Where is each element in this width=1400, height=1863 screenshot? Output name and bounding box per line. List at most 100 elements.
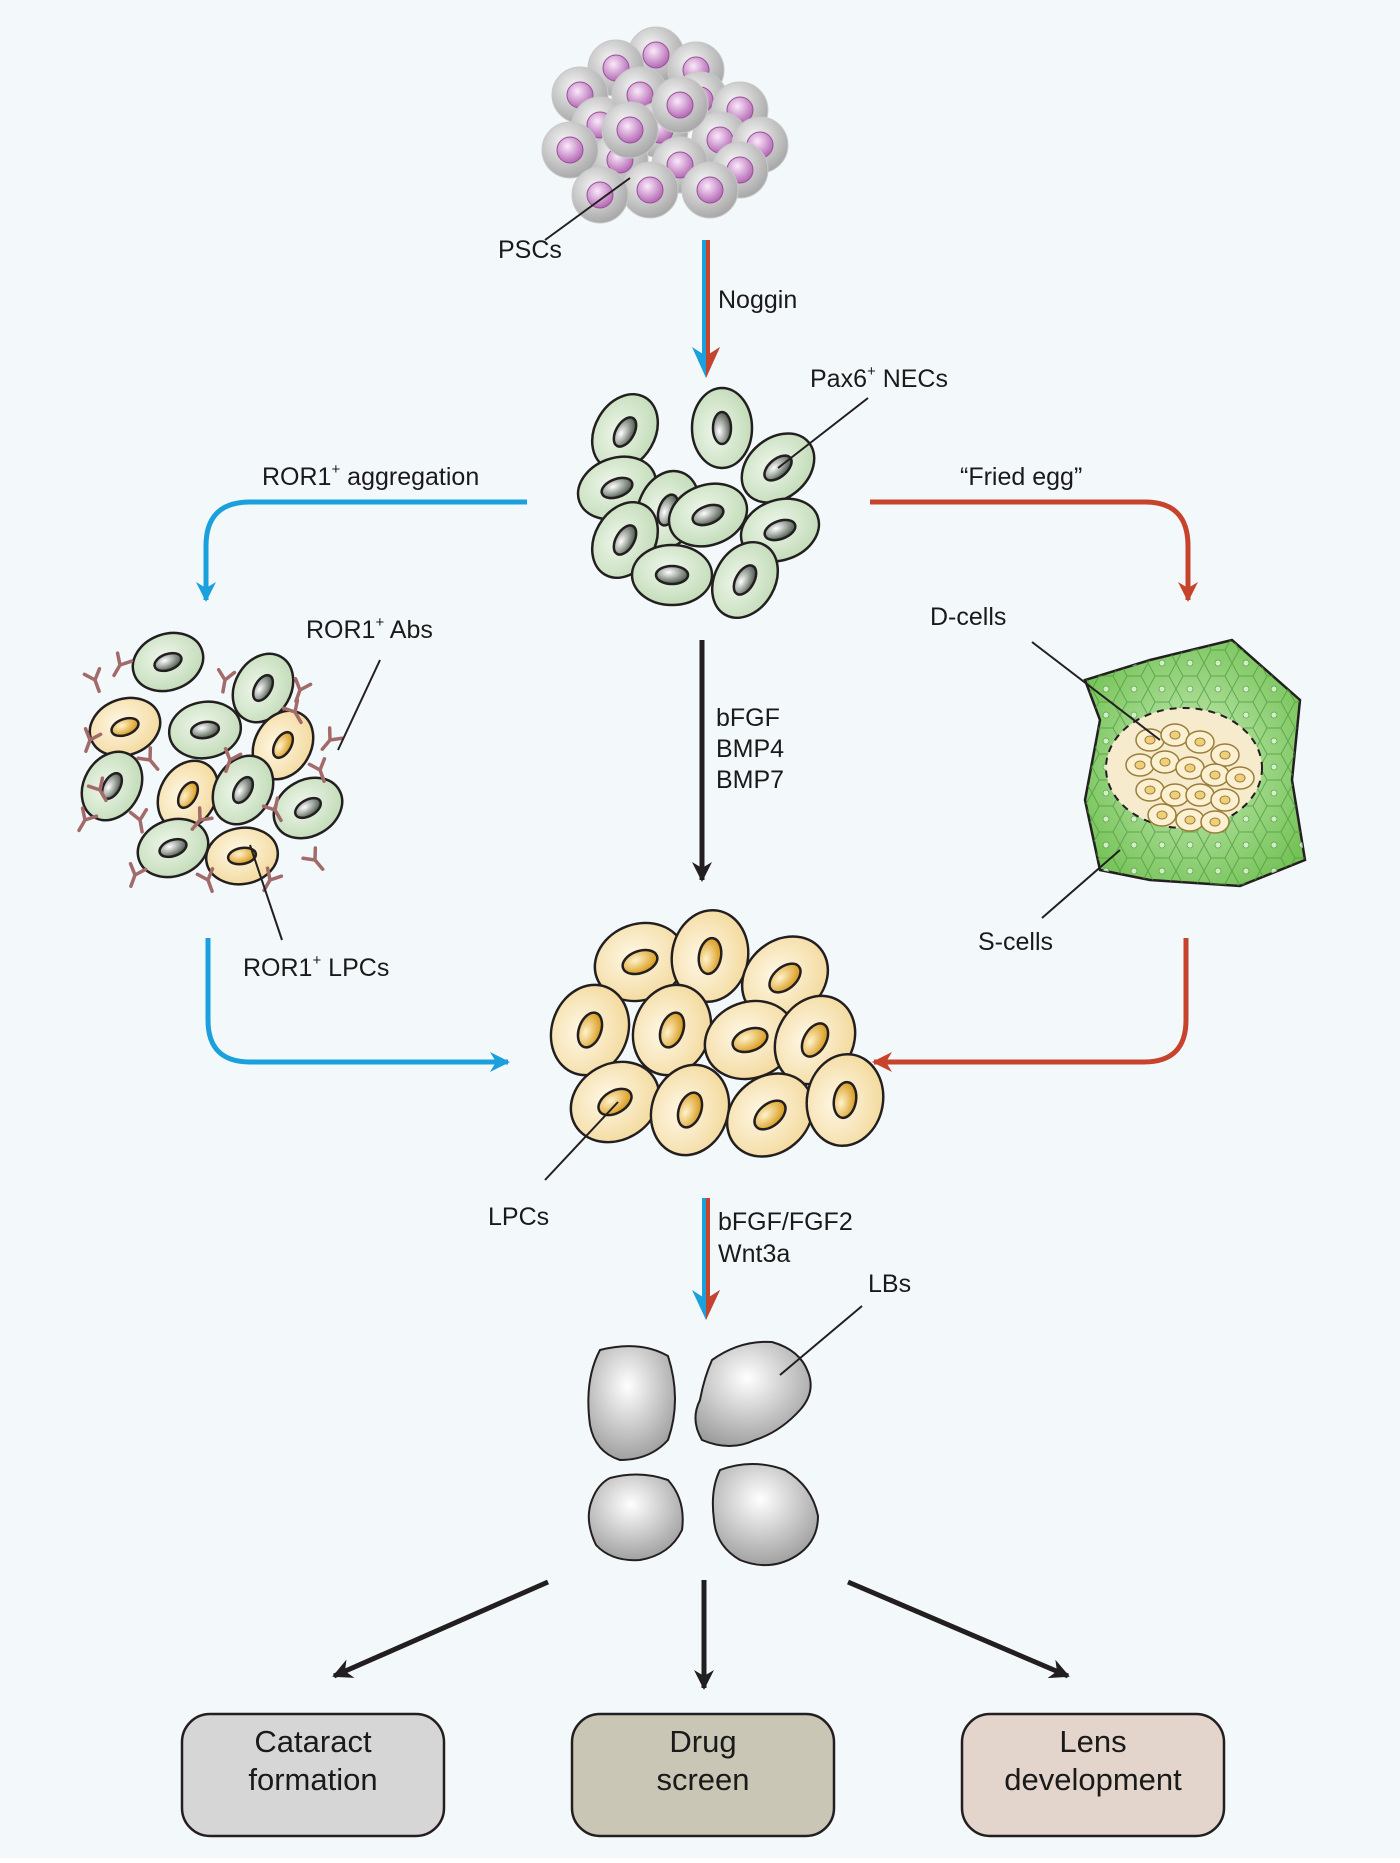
d-cell-nucleus [1169, 790, 1181, 800]
antibody-19 [293, 677, 313, 704]
antibody-shape [195, 867, 215, 894]
antibody-15 [195, 867, 215, 894]
antibody-shape [293, 677, 313, 704]
psc-cell-19 [651, 76, 709, 134]
antibody-shape [261, 796, 283, 823]
antibody-10 [77, 806, 99, 833]
antibody-1 [82, 667, 102, 694]
d-cell-8 [1200, 763, 1230, 787]
antibody-shape [112, 651, 134, 678]
ror1-nec-cell-3 [167, 700, 243, 760]
psc-cell-20 [601, 101, 659, 159]
antibody-11 [128, 807, 149, 834]
nec-cell-10-nucleus [732, 564, 758, 596]
antibody-3 [216, 667, 237, 694]
antibody-6 [83, 727, 103, 754]
antibody-12 [190, 806, 214, 831]
nec-cell-10 [710, 541, 780, 619]
antibody-shape [128, 862, 148, 889]
ror1-lpc-cell-7 [156, 759, 220, 831]
antibody-2 [112, 651, 134, 678]
psc-cell-nucleus [666, 151, 694, 179]
d-cell-3 [1185, 730, 1215, 754]
lpc-cell-6 [703, 999, 797, 1081]
d-cell-13 [1210, 788, 1240, 812]
antibody-9 [307, 757, 327, 784]
outcome-lens-line2: development [1004, 1762, 1182, 1797]
antibody-7 [136, 746, 160, 771]
d-cell-10 [1135, 778, 1165, 802]
lens-body-3 [587, 1473, 684, 1562]
lpc-cell-10-nucleus [753, 1099, 787, 1131]
outcome-drug-line2: screen [656, 1762, 749, 1797]
ror1-nec-cell-1-nucleus [153, 651, 183, 673]
bfgf-fgf2-label: bFGF/FGF2 [718, 1208, 853, 1236]
lens-body-1 [587, 1345, 676, 1462]
ror1-nec-cell-3-nucleus [189, 720, 221, 740]
psc-cell-15 [541, 121, 599, 179]
lpc-cluster [549, 908, 885, 1158]
d-cell-9 [1225, 766, 1255, 790]
ror1-lpc-cell-11-nucleus [226, 846, 258, 866]
lbs-leader-line [779, 1305, 863, 1376]
nec-cell-2-nucleus [711, 410, 733, 446]
d-cell-12 [1185, 783, 1215, 807]
d-cell-nucleus [1156, 810, 1168, 820]
ror1-nec-cell-9-nucleus [293, 796, 323, 820]
fried-egg-arrow [870, 499, 1198, 602]
pscs-label: PSCs [498, 236, 562, 264]
ror1-nec-cell-8-nucleus [231, 775, 255, 805]
red-to-lpcs-arrow [872, 938, 1189, 1072]
lens-bodies [587, 1340, 820, 1567]
psc-cell-nucleus [666, 91, 694, 119]
ror1-abs-leader-line [337, 659, 381, 751]
outcome-drug-screen: Drug screen [570, 1712, 836, 1838]
ror1-lpc-cell-11 [204, 826, 280, 886]
ror1-lpc-cell-4-nucleus [271, 730, 295, 760]
d-cell-15 [1175, 808, 1205, 832]
d-cell-nucleus [1194, 737, 1206, 747]
ror1-aggregation-arrow [196, 499, 527, 602]
d-cell-nucleus [1184, 815, 1196, 825]
antibody-shape [307, 757, 327, 784]
antibody-shape [82, 667, 102, 694]
psc-cluster [541, 26, 789, 224]
arrow-to-cataract [332, 1579, 550, 1679]
lpc-cell-5-nucleus [658, 1011, 686, 1049]
ror1-lpc-cell-7-nucleus [176, 780, 200, 810]
pax6-leader-line [777, 397, 869, 469]
d-cell-nucleus [1159, 757, 1171, 767]
ror1-antibodies [77, 651, 344, 894]
d-cell-nucleus [1209, 770, 1221, 780]
d-cell-nucleus [1134, 760, 1146, 770]
antibody-shape [320, 726, 344, 751]
psc-cell-nucleus [556, 136, 584, 164]
ror1-lpc-cell-5-nucleus [110, 716, 140, 738]
d-cell-nucleus [1144, 785, 1156, 795]
lb-arrowhead-red [706, 1290, 720, 1320]
d-cell-11 [1160, 783, 1190, 807]
d-cell-7 [1175, 756, 1205, 780]
ror1-lpcs-label: ROR1+ LPCs [243, 952, 389, 982]
d-cells-core [1125, 723, 1255, 834]
nec-cell-3-nucleus [600, 476, 634, 500]
lpc-cell-10 [725, 1072, 815, 1158]
nec-cell-9 [630, 543, 714, 607]
ror1-abs-label: ROR1+ Abs [306, 614, 433, 644]
ror1-lpcs-leader-line [249, 844, 283, 941]
ror1-nec-cell-2 [231, 652, 295, 724]
lpc-cell-4 [549, 983, 631, 1077]
outcome-lens-development: Lens development [960, 1712, 1226, 1838]
antibody-shape [301, 846, 325, 871]
d-cell-nucleus [1169, 730, 1181, 740]
ror1-nec-cell-1 [131, 631, 205, 693]
d-cell-nucleus [1234, 773, 1246, 783]
fried-egg-colony [1083, 638, 1307, 888]
fried-egg-label: “Fried egg” [960, 463, 1082, 491]
ror1-nec-cell-8 [211, 754, 275, 826]
lpc-cell-3-nucleus [768, 962, 802, 994]
d-cell-4 [1210, 743, 1240, 767]
s-cells-leader-line [1041, 849, 1121, 919]
nec-cell-2 [690, 386, 754, 470]
